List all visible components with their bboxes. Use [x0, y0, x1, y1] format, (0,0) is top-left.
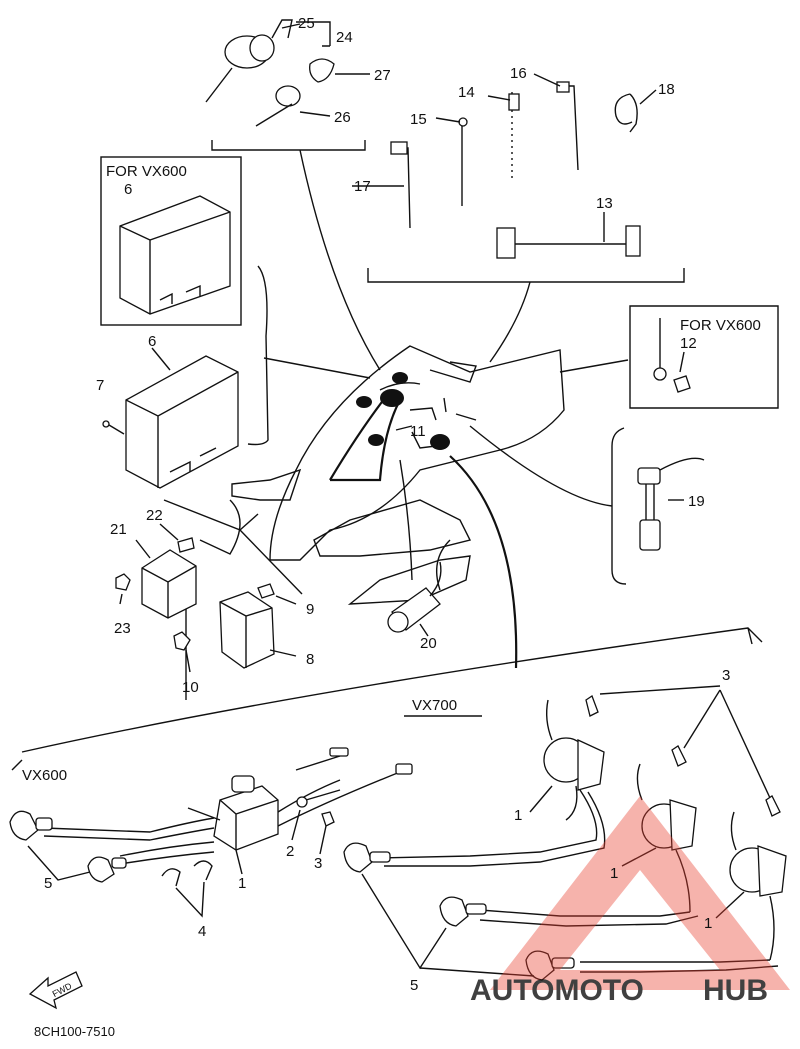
part-label-13: 13: [596, 195, 613, 212]
part-label-1-a: 1: [514, 807, 522, 824]
part-label-8: 8: [306, 651, 314, 668]
header-vx600: VX600: [22, 767, 67, 784]
automotohub-watermark: AUTOMOTO HUB: [470, 796, 790, 1007]
hull-chassis: [199, 149, 629, 669]
part-label-4: 4: [198, 923, 206, 940]
part-label-23: 23: [114, 620, 131, 637]
section-divider: [21, 627, 763, 753]
part-label-12: 12: [680, 335, 697, 352]
header-vx700: VX700: [412, 697, 457, 714]
cdi-unit-group: [102, 265, 371, 489]
part-label-3-vx700: 3: [722, 667, 730, 684]
part-label-1-b: 1: [610, 865, 618, 882]
part-label-22: 22: [146, 507, 163, 524]
watermark-triangle-logo: [490, 796, 790, 990]
part-label-1-c: 1: [704, 915, 712, 932]
part-label-14: 14: [458, 84, 475, 101]
part-label-27: 27: [374, 67, 391, 84]
part-20-group: [387, 561, 442, 637]
part-label-18: 18: [658, 81, 675, 98]
fwd-arrow: FWD: [28, 971, 83, 1010]
relay-unit-group: [115, 499, 303, 700]
drawing-code: 8CH100-7510: [34, 1024, 115, 1039]
part-label-3-vx600: 3: [314, 855, 322, 872]
part-label-20: 20: [420, 635, 437, 652]
part-label-5-vx700: 5: [410, 977, 418, 994]
part-label-26: 26: [334, 109, 351, 126]
part-label-10: 10: [182, 679, 199, 696]
watermark-text-hub: HUB: [703, 974, 768, 1007]
header-for-vx600-right: FOR VX600: [680, 317, 761, 334]
part-label-9: 9: [306, 601, 314, 618]
harness-parts-group: [352, 73, 685, 283]
part-label-17: 17: [354, 178, 371, 195]
part-label-15: 15: [410, 111, 427, 128]
main-switch-group: [205, 19, 370, 151]
for-vx600-box-right: [629, 305, 779, 409]
part-label-6: 6: [148, 333, 156, 350]
part-label-6-top: 6: [124, 181, 132, 198]
header-for-vx600-left: FOR VX600: [106, 163, 187, 180]
for-vx600-box-left: [100, 156, 242, 326]
vx700-coil-group: [343, 685, 787, 981]
part-19-group: [611, 427, 705, 585]
labels: FOR VX600 FOR VX600 VX700 VX600 25 24 27…: [22, 15, 761, 1039]
part-label-16: 16: [510, 65, 527, 82]
part-label-7: 7: [96, 377, 104, 394]
part-label-5-vx600: 5: [44, 875, 52, 892]
part-label-25: 25: [298, 15, 315, 32]
part-label-21: 21: [110, 521, 127, 538]
part-label-19: 19: [688, 493, 705, 510]
vx600-coil-group: [9, 747, 413, 918]
part-label-11: 11: [410, 423, 426, 440]
part-label-24: 24: [336, 29, 353, 46]
part-label-2: 2: [286, 843, 294, 860]
watermark-text-auto: AUTOMOTO: [470, 974, 644, 1007]
part-label-1-vx600: 1: [238, 875, 246, 892]
